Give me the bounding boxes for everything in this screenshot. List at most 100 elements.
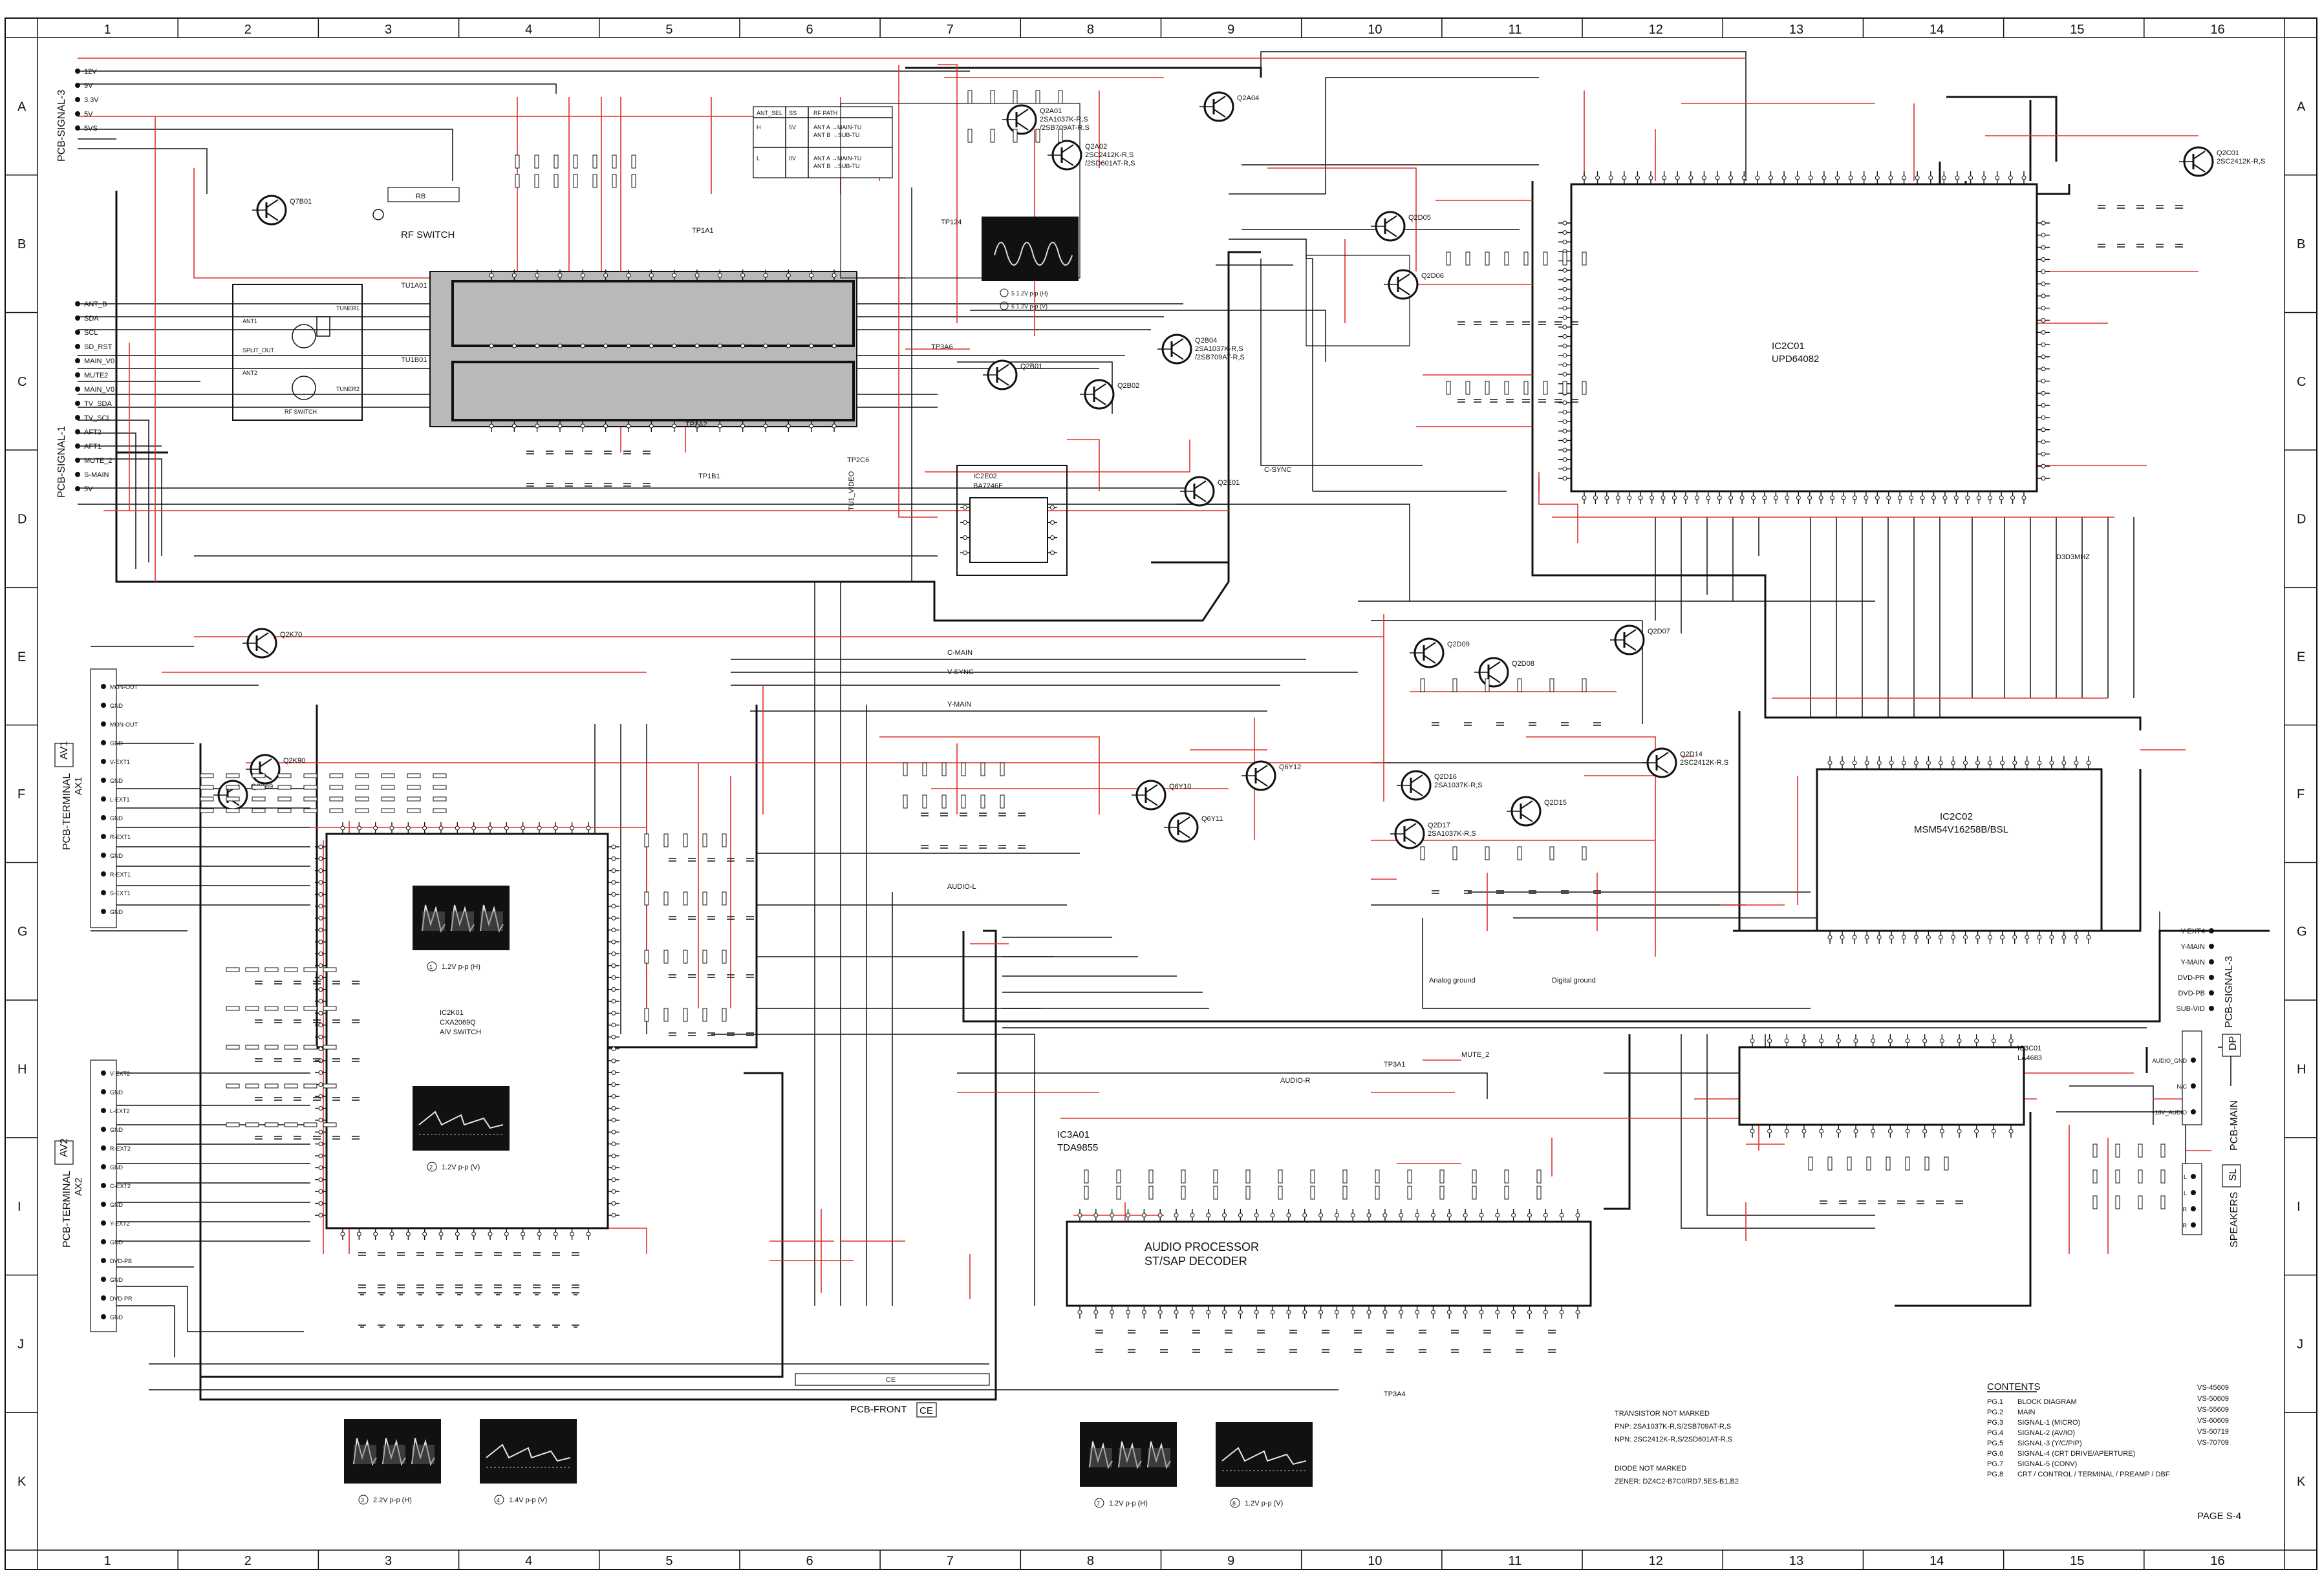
ic-pin-pad <box>1801 1038 1807 1043</box>
ic2c02-ref: IC2C02 <box>1940 811 1973 822</box>
resistor <box>980 794 985 809</box>
connector-pin-label: GND <box>110 1239 124 1246</box>
ic-pin-pad <box>318 1129 323 1134</box>
ic-pin-pad <box>504 1231 509 1237</box>
ic-pin-pad <box>422 1231 427 1237</box>
connector-pin <box>101 871 106 877</box>
ic-pin-pad <box>553 1231 558 1237</box>
resistor <box>1452 678 1457 692</box>
ic-pin-pad <box>1751 495 1756 500</box>
transistor-label-line: 2SC2412K-R,S <box>2217 158 2265 165</box>
tuner-main-ref: TU1A01 <box>401 282 427 290</box>
ic-pin-pad <box>1835 175 1840 180</box>
ic-pin-pad <box>356 1231 361 1237</box>
resistor <box>264 1083 279 1089</box>
ic-pin-pad <box>557 423 563 429</box>
resistor <box>2092 1195 2098 1209</box>
scope-glow <box>451 911 474 931</box>
connector-pin <box>75 372 80 378</box>
connector-pin-label: ANT_B <box>84 301 107 308</box>
ic-pin-pad <box>318 1047 323 1052</box>
connector-pin-label: GND <box>110 778 124 784</box>
resistor <box>1924 1156 1930 1171</box>
resistor <box>329 796 343 802</box>
resistor <box>1310 1169 1315 1184</box>
ic-pin-pad <box>318 880 323 885</box>
ic-pin-pad <box>1543 1213 1548 1218</box>
ic-pin-pad <box>1922 1129 1928 1134</box>
contents-page-title: SIGNAL-2 (AV/IO) <box>2017 1429 2075 1437</box>
ic-pin-pad <box>611 856 616 861</box>
ic-pin-pad <box>471 825 477 831</box>
connector-pin <box>101 796 106 802</box>
ic-pin-pad <box>763 273 768 278</box>
ic-pin-pad <box>1110 1213 1115 1218</box>
ic-pin-pad <box>318 856 323 861</box>
transistor-label-line: Q2D06 <box>1421 272 1444 280</box>
diode-note-title: DIODE NOT MARKED <box>1615 1465 1686 1473</box>
resistor <box>941 794 947 809</box>
transistor-label: Q2D05 <box>1408 214 1431 222</box>
ic-pin-pad <box>786 423 791 429</box>
ic3a01-ref: IC3A01 <box>1057 1129 1090 1140</box>
splitter-box <box>232 284 363 421</box>
ic-pin-pad <box>603 273 608 278</box>
resistor <box>277 785 292 790</box>
resistor <box>1181 1186 1186 1200</box>
pcb-main-tag-box <box>2222 1034 2241 1057</box>
ic-pin-pad <box>1222 1213 1227 1218</box>
resistor <box>355 808 369 813</box>
ic-pin-pad <box>318 1106 323 1111</box>
transistor-collector <box>1145 784 1158 793</box>
ic-pin-pad <box>1875 495 1880 500</box>
scope-glow <box>354 1445 376 1464</box>
transistor: Q2D06 <box>1384 269 1444 300</box>
ic-pin-pad <box>1615 495 1620 500</box>
transistor-collector <box>1171 338 1184 347</box>
ic-pin-pad <box>1562 419 1567 424</box>
transistor-box-q2d <box>1306 255 1410 346</box>
ic-pin-pad <box>1382 1213 1388 1218</box>
resistor <box>1465 381 1470 395</box>
ic-pin-pad <box>1808 175 1813 180</box>
av2-tag-box <box>54 1140 74 1165</box>
ic-pin-pad <box>1939 1129 1944 1134</box>
ic-pin-pad <box>1050 535 1055 540</box>
ic-pin-pad <box>1784 1038 1789 1043</box>
ic-pin-pad <box>1741 175 1747 180</box>
ic-pin-pad <box>1963 760 1968 765</box>
ic-pin-pad <box>1694 495 1699 500</box>
connector-pin <box>101 684 106 689</box>
connector-pin-label: MON-OUT <box>110 684 138 690</box>
ic-pin-pad <box>1110 1310 1115 1315</box>
ic-pin-pad <box>611 1070 616 1075</box>
ic-pin-pad <box>1773 495 1778 500</box>
col-label-top: 8 <box>1087 23 1094 37</box>
ic-pin-pad <box>1382 1310 1388 1315</box>
ic-pin-pad <box>1862 175 1867 180</box>
connector-pin <box>101 853 106 858</box>
ic-pin-pad <box>1141 1310 1146 1315</box>
transistor-collector <box>1423 642 1436 651</box>
connector-pin <box>2191 1083 2196 1089</box>
resistor <box>1058 90 1063 104</box>
resistor <box>1465 251 1470 266</box>
connector-pin <box>2191 1222 2196 1228</box>
ic-pin-pad <box>1350 1310 1355 1315</box>
resistor <box>245 1083 259 1089</box>
tuner-sub-body <box>451 361 855 421</box>
ic-pin-pad <box>1750 1129 1755 1134</box>
scope-screen <box>480 1419 577 1484</box>
transistor-emitter <box>256 645 269 654</box>
ic-pin-pad <box>1975 760 1981 765</box>
ic-pin-pad <box>786 343 791 348</box>
connector-pin-label: MUTE2 <box>84 372 108 379</box>
connector-pin-label: R-EXT2 <box>110 1145 131 1152</box>
ic-pin-pad <box>1836 1129 1841 1134</box>
ic-pin-pad <box>318 1153 323 1158</box>
ic-pin-pad <box>1050 550 1055 555</box>
connector-pin-label: GND <box>110 853 124 859</box>
resistor <box>303 808 317 813</box>
